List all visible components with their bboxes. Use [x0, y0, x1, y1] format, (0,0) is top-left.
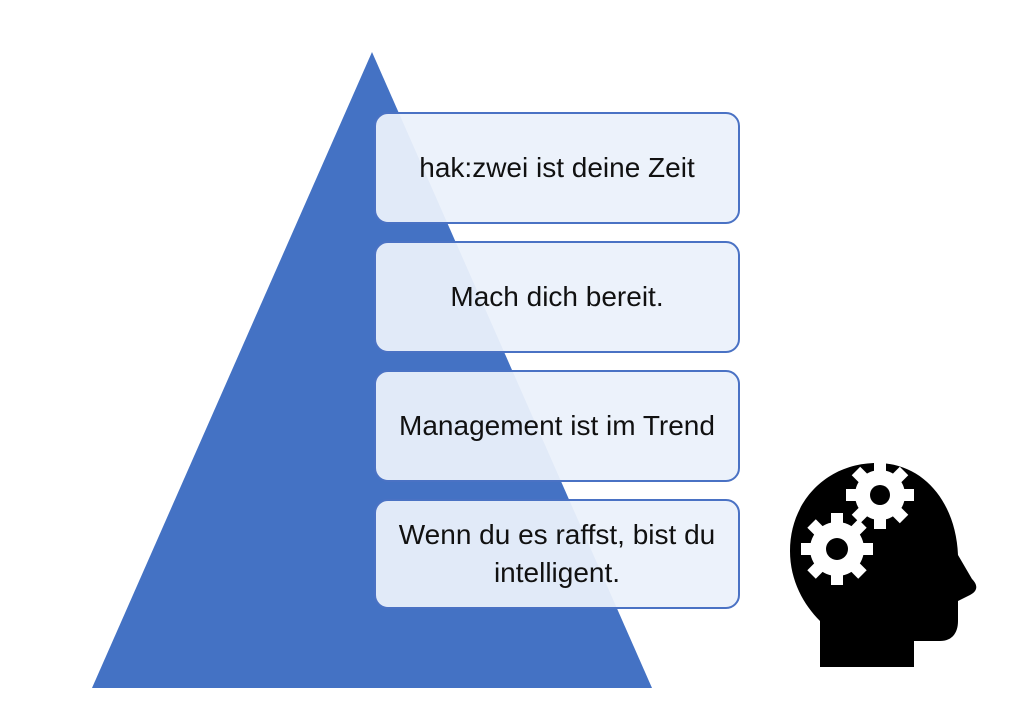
pyramid-level-2-label: Mach dich bereit. [450, 281, 664, 312]
lower-gear [801, 513, 873, 585]
pyramid-level-4-box: Wenn du es raffst, bist du intelligent. [374, 499, 740, 609]
pyramid-level-3-box: Management ist im Trend [374, 370, 740, 482]
pyramid-level-3-label: Management ist im Trend [399, 410, 715, 441]
head-with-gears-icon [790, 461, 977, 667]
pyramid-level-4-label: Wenn du es raffst, bist du intelligent. [398, 519, 716, 588]
pyramid-level-1-box: hak:zwei ist deine Zeit [374, 112, 740, 224]
upper-gear [846, 461, 914, 529]
pyramid-level-1-label: hak:zwei ist deine Zeit [419, 152, 695, 183]
pyramid-level-2-box: Mach dich bereit. [374, 241, 740, 353]
